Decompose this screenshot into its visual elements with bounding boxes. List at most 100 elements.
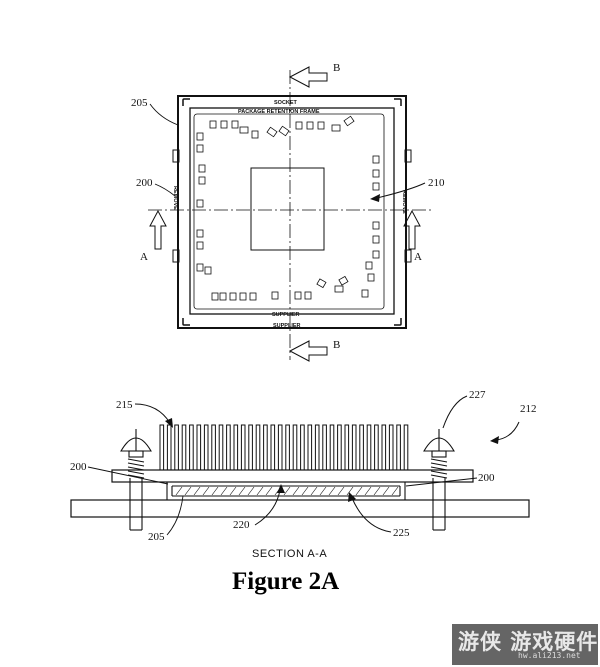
socket-corner-br	[394, 318, 402, 326]
heatsink-fin	[292, 424, 298, 471]
heatsink-fin	[233, 424, 239, 471]
supplier-inner-label: SUPPLIER	[272, 312, 300, 318]
hatch-line	[301, 486, 309, 496]
heatsink-fin	[226, 424, 231, 471]
socket-corner-bl	[182, 318, 190, 326]
heatsink-fin	[203, 424, 209, 471]
arrowhead-220	[277, 484, 285, 493]
heatsink-fin	[344, 424, 350, 471]
leader-225	[351, 497, 392, 533]
top-view: B B A A SOCKET PACKAGE RETENTION FRAME S…	[131, 62, 445, 362]
heatsink-fin	[396, 424, 401, 471]
section-arrow-b-top	[288, 66, 328, 88]
arrowhead-225	[348, 492, 356, 502]
heatsink-fin	[248, 424, 253, 471]
frame-label: PACKAGE RETENTION FRAME	[238, 109, 320, 115]
arrowhead-215	[165, 418, 173, 428]
heatsink-fin	[351, 424, 357, 471]
leader-210	[376, 182, 426, 199]
leader-220	[254, 489, 281, 526]
section-arrow-b-bottom	[288, 340, 328, 362]
leader-227	[442, 395, 468, 429]
hatch-line	[373, 486, 381, 496]
hatch-line	[355, 486, 363, 496]
hatch-line	[319, 486, 327, 496]
hatch-line	[328, 486, 336, 496]
hatch-line	[238, 486, 246, 496]
leader-212	[495, 421, 520, 441]
heatsink-fin	[240, 424, 246, 471]
heatsink-fin	[374, 424, 379, 471]
ref-200-left: 200	[70, 461, 87, 473]
hatch-line	[265, 486, 273, 496]
hatch-line	[283, 486, 291, 496]
hatch-line	[175, 486, 183, 496]
leader-200-top	[154, 183, 176, 197]
heatsink-fin	[322, 424, 327, 471]
heatsink-fin	[337, 424, 342, 471]
heatsink-fin	[218, 424, 224, 471]
heatsink-fin	[314, 424, 320, 471]
heatsink-base	[111, 469, 474, 483]
hatch-line	[364, 486, 372, 496]
leader-205-top	[149, 103, 179, 126]
hatch-line	[229, 486, 237, 496]
remove-left-label: REMOVE	[172, 186, 178, 210]
heatsink-fin	[329, 424, 335, 471]
side-tab-left-2	[172, 249, 180, 263]
watermark-logo: 游侠 游戏硬件	[458, 630, 599, 654]
leader-215	[134, 403, 171, 424]
hatch-line	[346, 486, 354, 496]
watermark-url: hw.ali213.net	[518, 651, 581, 660]
hatch-line	[256, 486, 264, 496]
heatsink-fin	[381, 424, 387, 471]
substrate-outline	[193, 113, 385, 310]
label-b-bottom: B	[333, 339, 340, 351]
hatch-line	[247, 486, 255, 496]
label-b-top: B	[333, 62, 340, 74]
passive-components	[196, 115, 380, 301]
socket-corner-tl	[182, 98, 190, 106]
heatsink-fin	[181, 424, 187, 471]
hatch-line	[202, 486, 210, 496]
ref-200-top: 200	[136, 177, 153, 189]
die	[250, 167, 325, 251]
leader-200-right	[405, 477, 478, 487]
heatsink-fin	[189, 424, 194, 471]
left-screw-assembly	[120, 429, 152, 531]
package-hatching	[175, 486, 399, 496]
socket-corner-tr	[394, 98, 402, 106]
heatsink-fin	[263, 424, 268, 471]
ref-205-top: 205	[131, 97, 148, 109]
ref-200-right: 200	[478, 472, 495, 484]
ref-210: 210	[428, 177, 445, 189]
socket-top-label: SOCKET	[274, 100, 298, 106]
heatsink-fin	[300, 424, 305, 471]
heatsink-fins	[159, 424, 409, 471]
section-caption: SECTION A-A	[252, 548, 327, 560]
socket-outline	[177, 95, 407, 329]
hatch-line	[382, 486, 390, 496]
section-arrow-a-left	[149, 209, 167, 250]
heatsink-fin	[388, 424, 394, 471]
package-retention-frame	[189, 107, 395, 315]
section-view: 215 227 212 200 200 205 220 225 SECTION …	[70, 389, 537, 560]
side-tab-right-1	[404, 149, 412, 163]
side-tab-right-2	[404, 249, 412, 263]
label-a-right: A	[414, 251, 422, 263]
ref-215: 215	[116, 399, 133, 411]
supplier-outer-label: SUPPLIER	[273, 323, 301, 329]
leader-205-section	[166, 495, 184, 536]
heatsink-fin	[403, 424, 409, 471]
heatsink-fin	[255, 424, 261, 471]
heatsink-fin	[196, 424, 202, 471]
label-a-left: A	[140, 251, 148, 263]
right-screw-assembly	[423, 429, 455, 531]
figure-title: Figure 2A	[232, 568, 339, 595]
heatsink-fin	[211, 424, 216, 471]
heatsink-fin	[277, 424, 283, 471]
heatsink-fin	[366, 424, 372, 471]
arrowhead-210	[370, 194, 380, 202]
arrowhead-212	[490, 436, 499, 444]
